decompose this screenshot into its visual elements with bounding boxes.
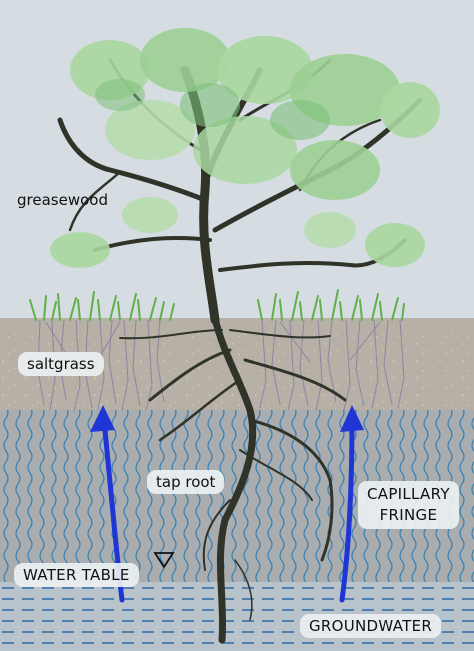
- inverted-triangle-icon: [153, 552, 175, 569]
- capillary-fringe-label-line1: CAPILLARY: [367, 485, 450, 503]
- capillary-arrow-right: [339, 405, 364, 603]
- saltgrass-roots-right: [259, 319, 405, 412]
- capillary-fringe-label: CAPILLARY FRINGE: [358, 481, 459, 529]
- greasewood-foliage: [50, 28, 440, 268]
- saltgrass-label: saltgrass: [18, 352, 104, 376]
- saltgrass-blades-right: [257, 289, 405, 321]
- groundwater-label: GROUNDWATER: [300, 614, 442, 638]
- greasewood-label: greasewood: [17, 191, 108, 209]
- greasewood-roots: [119, 314, 347, 644]
- capillary-fringe-label-line2: FRINGE: [379, 506, 438, 524]
- water-table-label: WATER TABLE: [14, 563, 139, 587]
- saltgrass-blades-left: [29, 291, 175, 321]
- tap-root-label: tap root: [147, 470, 225, 494]
